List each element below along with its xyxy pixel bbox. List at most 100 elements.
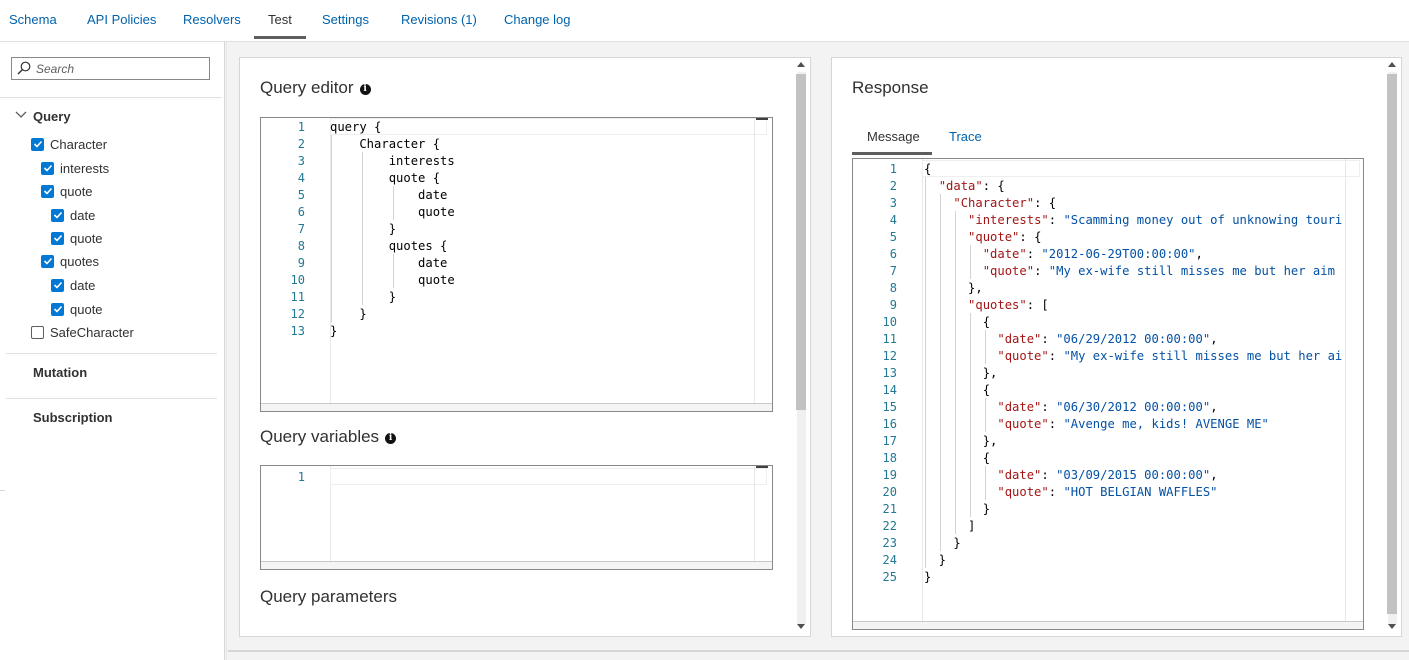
- checkbox-checked-icon[interactable]: [51, 278, 64, 292]
- tree-item-quotes[interactable]: quotes: [41, 252, 99, 270]
- line-number: 7: [889, 264, 897, 278]
- info-icon[interactable]: i: [359, 84, 371, 95]
- schema-sidebar: Query Character interests quote date quo…: [0, 42, 227, 660]
- code-line: quotes {: [330, 239, 448, 253]
- indent-guide: [985, 398, 986, 432]
- code-line: "quote": "Avenge me, kids! AVENGE ME": [997, 417, 1269, 431]
- indent-guide: [955, 211, 956, 534]
- checkbox-checked-icon[interactable]: [31, 137, 44, 151]
- line-number: 6: [297, 205, 305, 219]
- tree-item-quotes-quote[interactable]: quote: [51, 300, 103, 318]
- scrollbar-thumb[interactable]: [1387, 74, 1397, 614]
- checkbox-unchecked-icon[interactable]: [31, 325, 44, 339]
- code-line: {: [924, 315, 991, 329]
- indent-guide: [925, 177, 926, 568]
- tree-item-label: date: [70, 277, 96, 293]
- code-line: Character {: [330, 137, 441, 151]
- code-line: "interests": "Scamming money out of unkn…: [968, 213, 1343, 227]
- line-number: 7: [297, 222, 305, 236]
- code-line: }: [924, 536, 961, 550]
- checkbox-checked-icon[interactable]: [51, 231, 64, 245]
- scroll-down-arrow-icon[interactable]: [1388, 624, 1396, 629]
- line-number: 12: [882, 349, 897, 363]
- tree-item-quote-date[interactable]: date: [51, 206, 95, 224]
- editor-horizontal-scrollbar[interactable]: [261, 561, 772, 569]
- response-panel-scrollbar[interactable]: [1385, 58, 1399, 636]
- line-number: 9: [889, 298, 897, 312]
- scrollbar-thumb[interactable]: [796, 74, 806, 410]
- tab-settings[interactable]: Settings: [322, 12, 369, 27]
- line-number: 14: [882, 383, 897, 397]
- checkbox-checked-icon[interactable]: [41, 184, 54, 198]
- code-line: "quote": "My ex-wife still misses me but…: [982, 264, 1335, 278]
- indent-guide: [940, 194, 941, 551]
- code-line: },: [924, 281, 983, 295]
- search-input[interactable]: [36, 60, 206, 77]
- info-icon[interactable]: i: [385, 433, 397, 444]
- code-line: "quote": {: [968, 230, 1042, 244]
- code-line: "date": "2012-06-29T00:00:00",: [982, 247, 1203, 261]
- indent-guide: [331, 135, 332, 322]
- current-line-highlight: [922, 160, 1360, 177]
- tree-item-character[interactable]: Character: [31, 135, 107, 153]
- divider: [0, 97, 222, 98]
- checkbox-checked-icon[interactable]: [41, 254, 54, 268]
- divider: [0, 490, 5, 491]
- line-number: 9: [297, 256, 305, 270]
- tree-item-quote[interactable]: quote: [41, 182, 93, 200]
- tree-item-quote-quote[interactable]: quote: [51, 229, 103, 247]
- tab-trace[interactable]: Trace: [949, 129, 982, 144]
- checkbox-checked-icon[interactable]: [51, 208, 64, 222]
- code-line: },: [924, 366, 998, 380]
- tab-api-policies[interactable]: API Policies: [87, 12, 157, 27]
- query-heading[interactable]: Query: [33, 109, 71, 124]
- editor-overview-ruler[interactable]: [1345, 159, 1363, 623]
- line-number: 11: [882, 332, 897, 346]
- editor-overview-ruler[interactable]: [754, 466, 772, 563]
- code-line: "date": "03/09/2015 00:00:00",: [997, 468, 1218, 482]
- tree-item-safecharacter[interactable]: SafeCharacter: [31, 323, 134, 341]
- tab-test[interactable]: Test: [254, 0, 306, 40]
- line-number: 10: [882, 315, 897, 329]
- checkbox-checked-icon[interactable]: [41, 161, 54, 175]
- chevron-down-icon[interactable]: [15, 111, 27, 119]
- line-number: 4: [297, 171, 305, 185]
- code-line: }: [924, 553, 947, 567]
- query-variables-editor[interactable]: 1: [260, 465, 773, 570]
- editor-horizontal-scrollbar[interactable]: [261, 403, 772, 411]
- line-number: 1: [297, 470, 305, 484]
- line-number: 12: [290, 307, 305, 321]
- editor-overview-ruler[interactable]: [754, 118, 772, 405]
- tab-change-log[interactable]: Change log: [504, 12, 571, 27]
- indent-guide: [985, 330, 986, 364]
- code-line: interests: [330, 154, 455, 168]
- divider: [228, 650, 1409, 652]
- code-line: {: [924, 451, 991, 465]
- tab-message[interactable]: Message: [867, 129, 920, 144]
- code-line: "quote": "My ex-wife still misses me but…: [997, 349, 1343, 363]
- editor-horizontal-scrollbar[interactable]: [853, 621, 1363, 629]
- scroll-up-arrow-icon[interactable]: [1388, 62, 1396, 67]
- line-number: 1: [889, 162, 897, 176]
- response-viewer[interactable]: 1 2 3 4 5 6 7 8 9 10 11 12 13 14 15 16 1…: [852, 158, 1364, 630]
- subscription-heading[interactable]: Subscription: [33, 410, 113, 425]
- tree-item-label: quote: [70, 301, 103, 317]
- search-box[interactable]: [11, 57, 210, 80]
- tree-item-interests[interactable]: interests: [41, 159, 109, 177]
- checkbox-checked-icon[interactable]: [51, 302, 64, 316]
- scroll-up-arrow-icon[interactable]: [797, 62, 805, 67]
- divider: [6, 398, 217, 399]
- tree-item-quotes-date[interactable]: date: [51, 276, 95, 294]
- scroll-down-arrow-icon[interactable]: [797, 624, 805, 629]
- tab-resolvers[interactable]: Resolvers: [183, 12, 241, 27]
- tab-revisions[interactable]: Revisions (1): [401, 12, 477, 27]
- line-number: 21: [882, 502, 897, 516]
- query-panel-scrollbar[interactable]: [794, 58, 808, 636]
- code-line: quote {: [330, 171, 441, 185]
- line-number: 16: [882, 417, 897, 431]
- tab-schema[interactable]: Schema: [9, 12, 57, 27]
- mutation-heading[interactable]: Mutation: [33, 365, 88, 380]
- line-number: 13: [882, 366, 897, 380]
- query-editor[interactable]: 1 2 3 4 5 6 7 8 9 10 11 12 13 query { Ch…: [260, 117, 773, 412]
